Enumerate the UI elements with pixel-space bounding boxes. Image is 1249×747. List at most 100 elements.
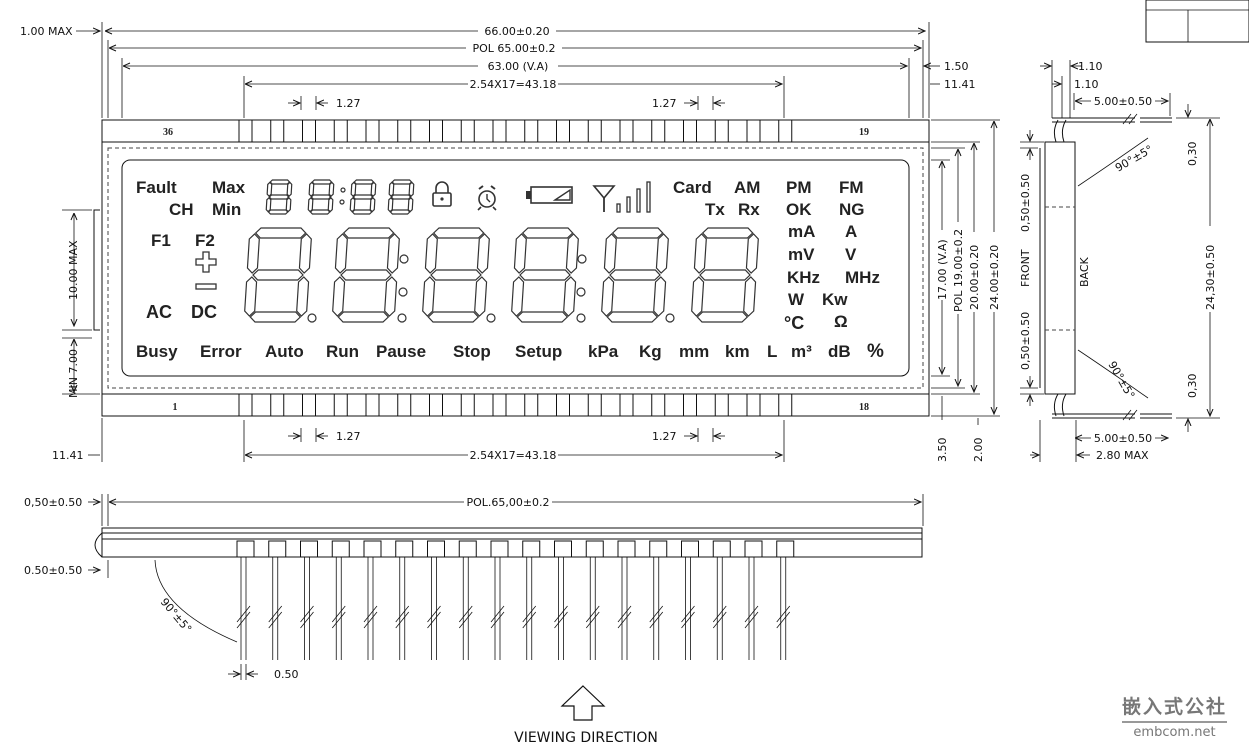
dim-max-left: 1.00 MAX bbox=[20, 25, 73, 38]
minus-icon bbox=[195, 283, 217, 290]
dim-overall-width: 66.00±0.20 bbox=[484, 25, 549, 38]
dim-height-10-max: 10.00 MAX bbox=[67, 240, 80, 300]
seg-m3: m³ bbox=[791, 342, 812, 361]
seven-segment-digit bbox=[349, 179, 377, 215]
colon-dot bbox=[339, 199, 345, 205]
seven-segment-digit bbox=[511, 227, 579, 323]
side-view: 1.10 1.10 5.00±0.50 90°±5° 90°±5° FRONT … bbox=[1019, 60, 1220, 462]
seg-f2: F2 bbox=[195, 231, 215, 250]
seg-pause: Pause bbox=[376, 342, 426, 361]
edge-pin bbox=[300, 540, 318, 660]
seven-segment-digit bbox=[601, 227, 669, 323]
seg-kg: Kg bbox=[639, 342, 662, 361]
dim-pitch-bottom-left: 1.27 bbox=[336, 430, 361, 443]
seven-segment-digit bbox=[691, 227, 759, 323]
edge-pin bbox=[490, 540, 509, 660]
dim-side-1-10-b: 1.10 bbox=[1074, 78, 1099, 91]
decimal-point bbox=[665, 313, 675, 323]
top-dimensions: 66.00±0.20 POL 65.00±0.2 63.00 (V.A) 2.5… bbox=[20, 22, 976, 118]
lcd-module: 36 19 1 18 bbox=[101, 119, 930, 417]
edge-pin bbox=[236, 540, 255, 660]
pin-pad-bottom bbox=[492, 393, 507, 417]
main-digit-display bbox=[244, 227, 759, 323]
dim-right-1-50: 1.50 bbox=[944, 60, 969, 73]
dim-side-2-80: 2.80 MAX bbox=[1096, 449, 1149, 462]
pin-pad-top bbox=[651, 119, 666, 143]
colon-dot bbox=[577, 254, 587, 264]
seg-ok: OK bbox=[786, 200, 812, 219]
dim-angle-bottom: 90°±5° bbox=[1105, 359, 1137, 401]
edge-pin bbox=[268, 540, 287, 660]
seg-am: AM bbox=[734, 178, 760, 197]
seven-segment-digit bbox=[265, 179, 293, 215]
dim-view-area: 63.00 (V.A) bbox=[488, 60, 549, 73]
edge-pin bbox=[681, 540, 699, 660]
seg-dc: DC bbox=[191, 302, 217, 322]
pins-bottom bbox=[238, 393, 793, 417]
seg-ma: mA bbox=[788, 222, 815, 241]
edge-pin bbox=[585, 540, 604, 660]
seven-segment-digit bbox=[332, 227, 400, 323]
pin-pad-bottom bbox=[683, 393, 697, 417]
seg-busy: Busy bbox=[136, 342, 178, 361]
edge-pin bbox=[554, 540, 572, 660]
pin-pad-top bbox=[778, 119, 793, 143]
pin-pad-top bbox=[587, 119, 602, 143]
pin-pad-top bbox=[619, 119, 634, 143]
dim-side-0-30-top: 0,30 bbox=[1186, 142, 1199, 167]
pin-pad-bottom bbox=[651, 393, 666, 417]
dim-h-pol-19: POL 19.00±0.2 bbox=[952, 229, 965, 312]
edge-pin bbox=[395, 540, 414, 660]
right-dimensions: 17.00 (V.A) POL 19.00±0.2 20.00±0.20 24.… bbox=[931, 119, 1001, 463]
seg-ch: CH bbox=[169, 200, 194, 219]
pins-top bbox=[238, 119, 793, 143]
pin-pad-bottom bbox=[778, 393, 793, 417]
label-back: BACK bbox=[1078, 256, 1091, 287]
pin-pad-top bbox=[333, 119, 348, 143]
seg-ohm: Ω bbox=[834, 312, 848, 331]
dim-b-2-00: 2.00 bbox=[972, 438, 985, 463]
seg-kw: Kw bbox=[822, 290, 848, 309]
label-front: FRONT bbox=[1019, 249, 1032, 287]
dim-h-20: 20.00±0.20 bbox=[968, 245, 981, 310]
dim-side-24-30: 24,30±0.50 bbox=[1204, 245, 1217, 310]
dim-side-5-00-bottom: 5.00±0.50 bbox=[1094, 432, 1152, 445]
pin-pad-bottom bbox=[714, 393, 729, 417]
dim-side-0-30-bottom: 0,30 bbox=[1186, 374, 1199, 399]
viewing-direction-label: VIEWING DIRECTION bbox=[514, 730, 658, 746]
pin-pad-bottom bbox=[270, 393, 285, 417]
plus-icon bbox=[195, 251, 217, 273]
seg-setup: Setup bbox=[515, 342, 562, 361]
dim-min-7: MIN 7.00 bbox=[67, 349, 80, 398]
dim-bottom-0-50-b: 0.50±0.50 bbox=[24, 564, 82, 577]
edge-pin bbox=[712, 540, 731, 660]
seg-w: W bbox=[788, 290, 805, 309]
dim-b-3-50: 3.50 bbox=[936, 438, 949, 463]
seven-segment-digit bbox=[307, 179, 335, 215]
lcd-annunciators: Fault Max CH Min F1 F2 AC DC Card AM PM … bbox=[136, 178, 884, 362]
seg-l: L bbox=[767, 342, 777, 361]
dim-pol-width: POL 65.00±0.2 bbox=[472, 42, 555, 55]
title-block bbox=[1145, 0, 1249, 43]
pin-pad-bottom bbox=[238, 393, 253, 417]
dim-pitch-bottom-right: 1.27 bbox=[652, 430, 677, 443]
edge-pin bbox=[458, 540, 477, 660]
colon-dot bbox=[399, 254, 409, 264]
pin-pad-top bbox=[365, 119, 380, 143]
edge-pin bbox=[427, 540, 445, 660]
decimal-point bbox=[486, 313, 496, 323]
seg-auto: Auto bbox=[265, 342, 304, 361]
dim-side-0-50-top: 0,50±0.50 bbox=[1019, 174, 1032, 232]
pin-pad-top bbox=[492, 119, 507, 143]
dim-pin-width: 0.50 bbox=[274, 668, 299, 681]
seg-a: A bbox=[845, 222, 857, 241]
pin-pad-top bbox=[397, 119, 412, 143]
seg-khz: KHz bbox=[787, 268, 820, 287]
edge-pin bbox=[363, 540, 382, 660]
seg-card: Card bbox=[673, 178, 712, 197]
seg-percent: % bbox=[867, 341, 884, 362]
dim-side-5-00-top: 5.00±0.50 bbox=[1094, 95, 1152, 108]
seg-v: V bbox=[845, 245, 857, 264]
lock-icon bbox=[432, 181, 452, 207]
pin-label-1: 1 bbox=[173, 402, 178, 413]
